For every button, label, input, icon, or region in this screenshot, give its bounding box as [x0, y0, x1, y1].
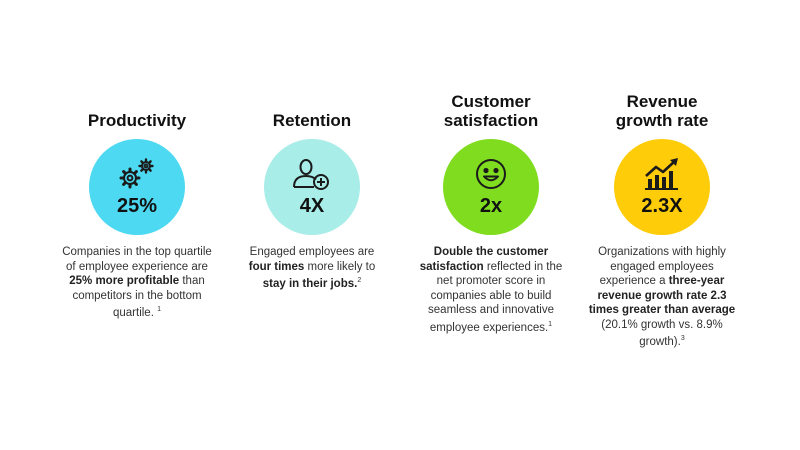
stat-value: 2.3X: [641, 195, 683, 217]
smiley-icon: [474, 157, 508, 191]
stat-circle: 4X: [264, 139, 360, 235]
stat-description: Companies in the top quartile of employe…: [62, 246, 212, 319]
stat-customer-satisfaction: Customer satisfaction 2x Double the cust…: [406, 92, 576, 335]
stat-revenue-growth: Revenue growth rate 2.3X Organizations w…: [577, 92, 747, 349]
add-user-icon: [290, 157, 334, 191]
stat-title: Customer satisfaction: [443, 92, 539, 130]
stat-value: 25%: [116, 195, 158, 217]
growth-chart-icon: [642, 157, 682, 191]
stat-circle: 2x: [443, 139, 539, 235]
stat-description: Double the customer satisfaction reflect…: [419, 246, 563, 334]
gears-icon: [113, 157, 161, 191]
stat-circle: 25%: [89, 139, 185, 235]
stat-title: Retention: [272, 111, 352, 130]
stat-title: Productivity: [87, 111, 187, 130]
stat-description: Organizations with highly engaged employ…: [588, 246, 736, 348]
stat-circle: 2.3X: [614, 139, 710, 235]
stat-value: 2x: [479, 195, 503, 217]
stat-title: Revenue growth rate: [615, 92, 709, 130]
stat-retention: Retention 4X Engaged employees are four …: [227, 92, 397, 291]
stat-description: Engaged employees are four times more li…: [248, 246, 376, 290]
stat-productivity: Productivity: [52, 92, 222, 320]
stat-value: 4X: [299, 195, 325, 217]
